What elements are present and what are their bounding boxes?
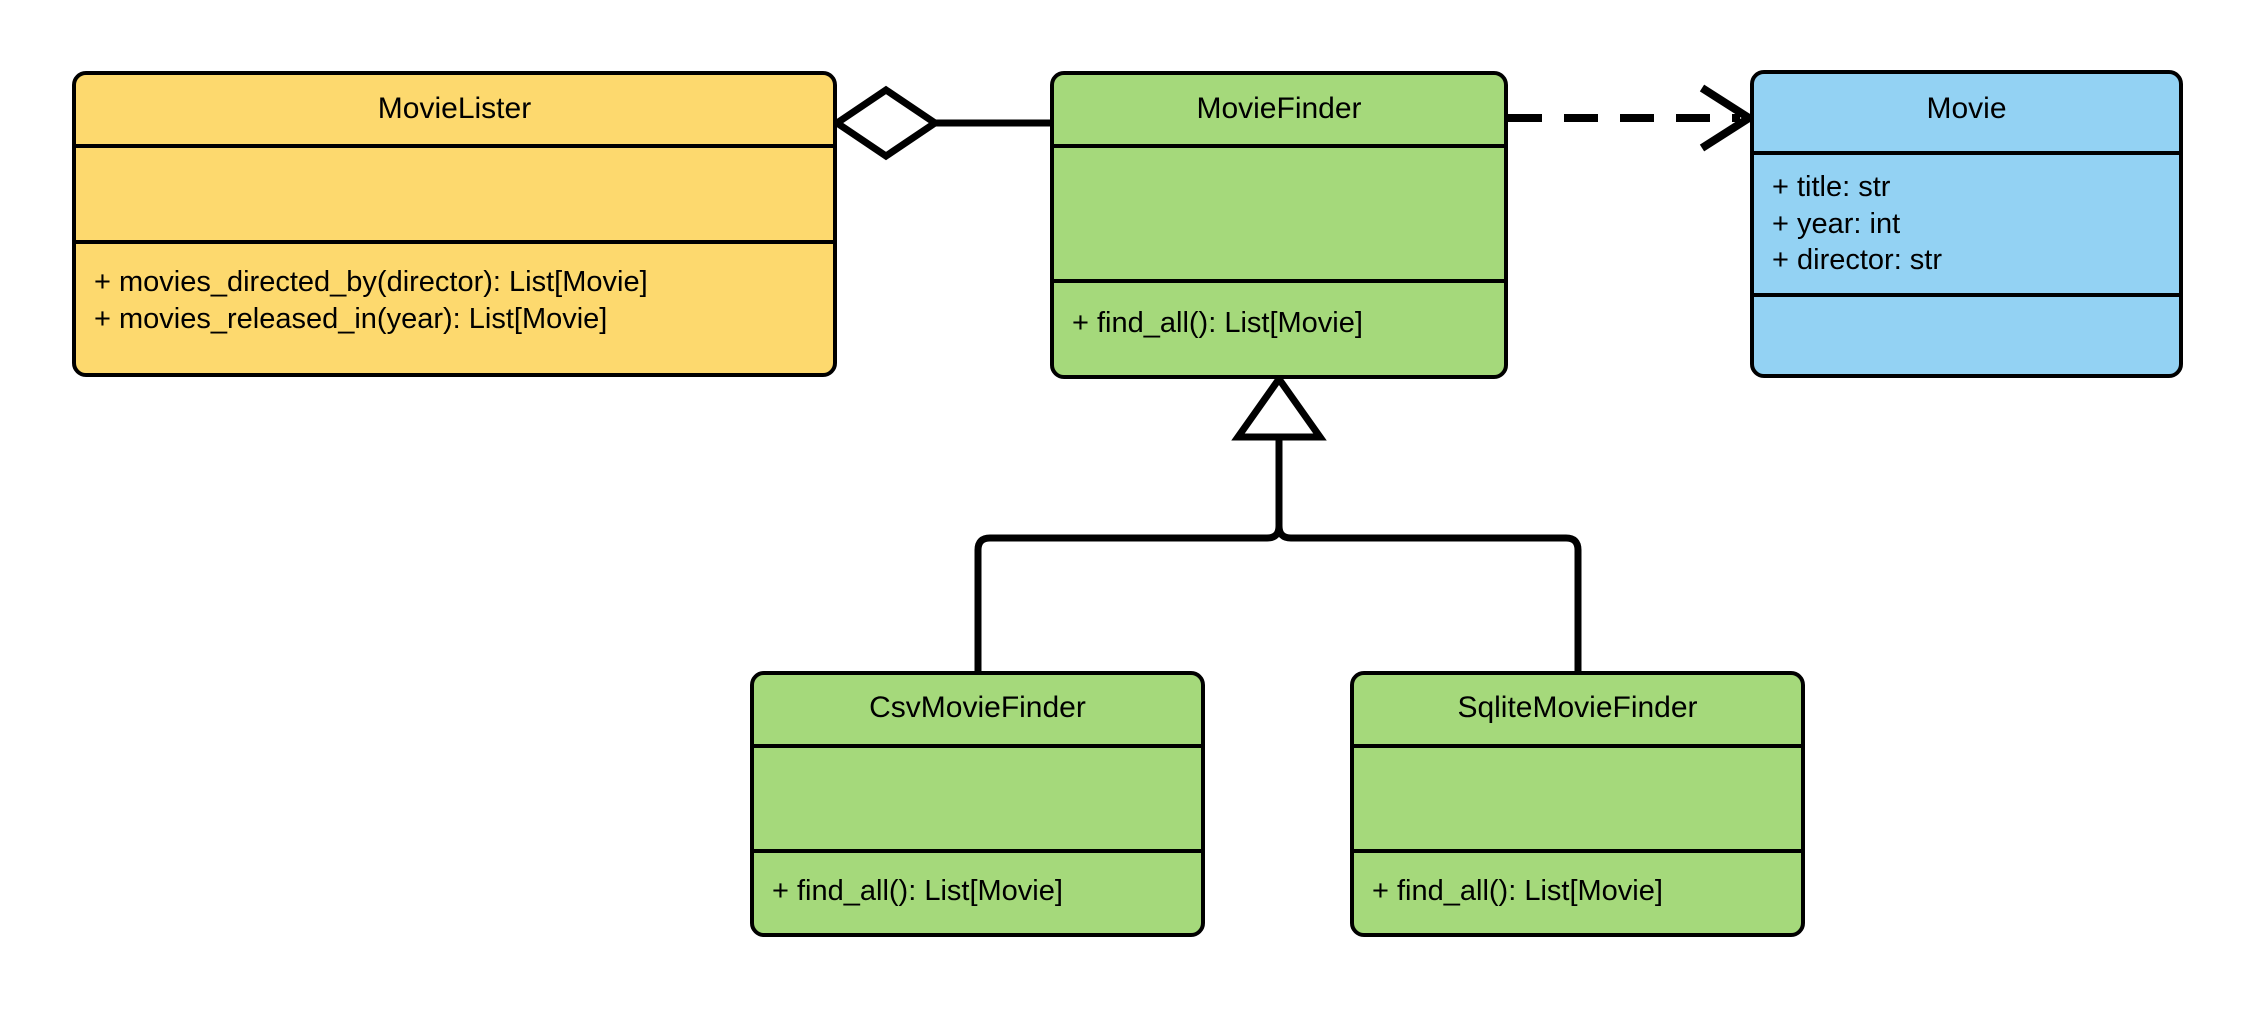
method-item: + movies_directed_by(director): List[Mov… xyxy=(94,266,648,298)
hollow-diamond-icon xyxy=(830,85,942,161)
class-name-movie: Movie xyxy=(1926,92,2007,125)
aggregation-movielister-moviefinder xyxy=(830,85,1050,161)
open-arrow-icon xyxy=(1699,84,1757,152)
method-item: + find_all(): List[Movie] xyxy=(772,875,1063,907)
class-methods-movie xyxy=(1754,293,2179,374)
attribute-item: + year: int xyxy=(1772,207,1901,240)
class-methods-moviefinder: + find_all(): List[Movie] xyxy=(1054,279,1504,375)
method-item: + movies_released_in(year): List[Movie] xyxy=(94,302,608,335)
generalization-branch-sqlite xyxy=(1275,525,1582,671)
class-box-moviefinder[interactable]: MovieFinder + find_all(): List[Movie] xyxy=(1050,71,1508,379)
hollow-triangle-icon xyxy=(1231,372,1327,441)
attribute-item: + title: str xyxy=(1772,171,1891,203)
class-attributes-moviefinder xyxy=(1054,144,1504,279)
generalization-branch-csv xyxy=(974,525,1283,671)
class-box-csvmoviefinder[interactable]: CsvMovieFinder + find_all(): List[Movie] xyxy=(750,671,1205,937)
method-item: + find_all(): List[Movie] xyxy=(1372,875,1663,907)
class-box-movie[interactable]: Movie + title: str + year: int + directo… xyxy=(1750,70,2183,378)
class-box-movielister[interactable]: MovieLister + movies_directed_by(directo… xyxy=(72,71,837,377)
dependency-moviefinder-movie xyxy=(1508,84,1757,152)
class-name-csvmoviefinder: CsvMovieFinder xyxy=(869,691,1086,724)
class-box-sqlitemoviefinder[interactable]: SqliteMovieFinder + find_all(): List[Mov… xyxy=(1350,671,1805,937)
class-methods-csvmoviefinder: + find_all(): List[Movie] xyxy=(754,849,1201,933)
class-attributes-movie: + title: str + year: int + director: str xyxy=(1754,151,2179,293)
class-attributes-csvmoviefinder xyxy=(754,744,1201,849)
class-name-moviefinder: MovieFinder xyxy=(1196,92,1362,125)
class-methods-sqlitemoviefinder: + find_all(): List[Movie] xyxy=(1354,849,1801,933)
attribute-item: + director: str xyxy=(1772,244,1943,277)
class-name-movielister: MovieLister xyxy=(377,92,532,125)
method-item: + find_all(): List[Movie] xyxy=(1072,307,1363,339)
generalization-tree xyxy=(974,372,1582,671)
class-methods-movielister: + movies_directed_by(director): List[Mov… xyxy=(76,240,833,373)
class-attributes-movielister xyxy=(76,144,833,240)
class-name-sqlitemoviefinder: SqliteMovieFinder xyxy=(1457,691,1698,724)
class-attributes-sqlitemoviefinder xyxy=(1354,744,1801,849)
